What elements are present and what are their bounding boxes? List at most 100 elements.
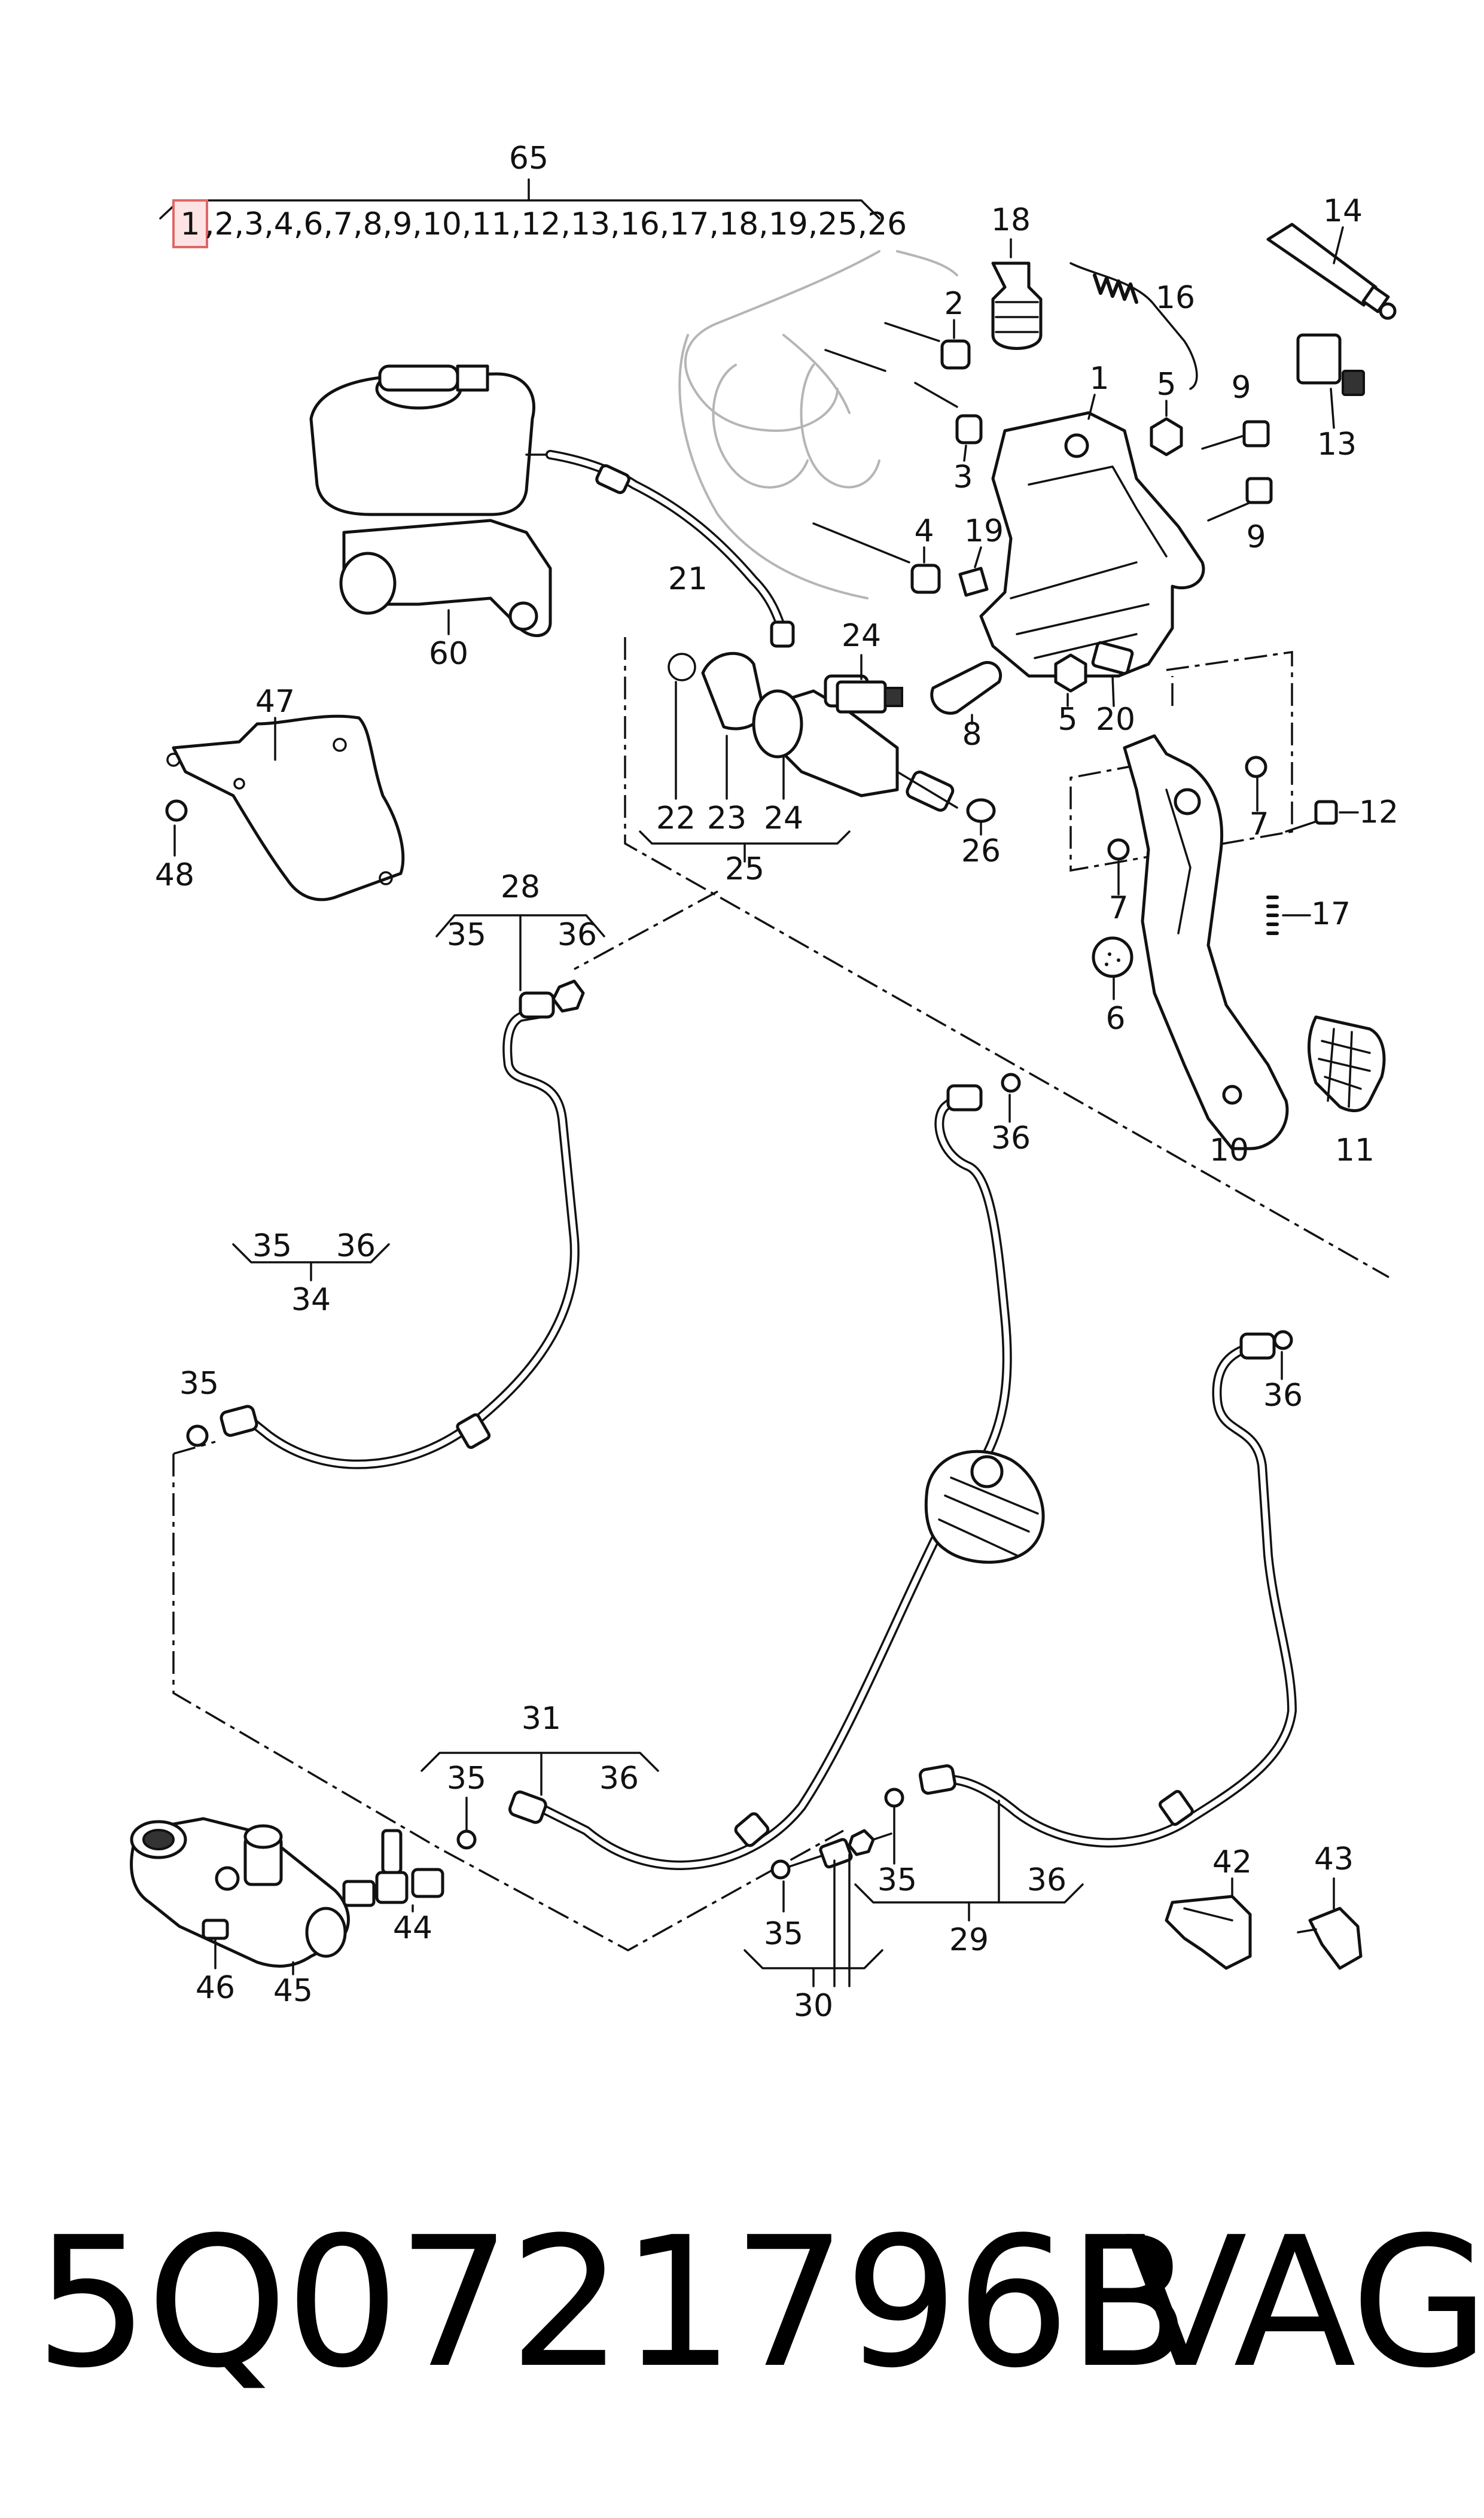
highlighted-part-number[interactable]: 1 xyxy=(180,206,200,242)
label-5-top: 5 xyxy=(1156,367,1176,403)
label-31-35: 35 xyxy=(447,1761,486,1797)
bellows-18[interactable] xyxy=(991,261,1043,350)
clip-42[interactable] xyxy=(1165,1895,1252,1970)
bushing-7-top[interactable] xyxy=(1245,756,1267,778)
highlight-box xyxy=(172,199,208,248)
label-30-35: 35 xyxy=(764,1916,803,1952)
dashed-leader-25 xyxy=(624,637,1389,1278)
stopper-6[interactable] xyxy=(1092,936,1133,978)
label-4: 4 xyxy=(914,513,934,549)
assembly-header: 65 1 ,2,3,4,6,7,8,9,10,11,12,13,16,17,18… xyxy=(159,141,907,248)
label-6: 6 xyxy=(1105,1001,1125,1037)
label-28-36: 36 xyxy=(557,917,597,953)
mounting-bracket[interactable] xyxy=(166,714,405,902)
label-29-35: 35 xyxy=(877,1862,917,1898)
clip-43[interactable] xyxy=(1297,1907,1363,1970)
label-46: 46 xyxy=(196,1970,235,2006)
label-26: 26 xyxy=(961,833,1001,869)
label-18: 18 xyxy=(991,202,1031,238)
label-14: 14 xyxy=(1323,193,1363,229)
label-29-36: 36 xyxy=(1027,1862,1066,1898)
bolt-9-top[interactable] xyxy=(1201,420,1270,450)
sensor-13[interactable] xyxy=(1296,333,1365,396)
label-20: 20 xyxy=(1096,702,1135,738)
adapter-30[interactable] xyxy=(770,1829,892,1880)
label-11: 11 xyxy=(1335,1132,1375,1168)
label-10: 10 xyxy=(1209,1132,1249,1168)
brand-name: VAG xyxy=(1125,2199,1484,2407)
assembly-number: 65 xyxy=(509,141,548,176)
pipe-31[interactable] xyxy=(508,1084,1045,1870)
slave-cylinder[interactable] xyxy=(130,1817,350,1968)
label-9-bottom: 9 xyxy=(1246,519,1266,555)
part-number: 5Q0721796B xyxy=(35,2199,1191,2407)
label-43: 43 xyxy=(1314,1841,1354,1877)
label-7-bottom: 7 xyxy=(1108,890,1128,926)
label-23: 23 xyxy=(707,800,746,836)
label-45: 45 xyxy=(273,1973,313,2009)
label-31-36: 36 xyxy=(599,1761,639,1797)
clutch-master-cylinder[interactable] xyxy=(668,651,996,823)
seal-35-left[interactable] xyxy=(186,1424,209,1447)
switch-20[interactable] xyxy=(1091,641,1134,675)
seal-36-pipe31[interactable] xyxy=(1001,1073,1021,1093)
label-21: 21 xyxy=(668,561,708,597)
label-31: 31 xyxy=(522,1701,561,1737)
label-24: 24 xyxy=(764,800,803,836)
label-60: 60 xyxy=(429,636,468,672)
label-2: 2 xyxy=(944,286,964,322)
firewall-outline xyxy=(678,250,958,599)
label-13: 13 xyxy=(1317,427,1357,462)
label-7-top: 7 xyxy=(1249,806,1269,842)
dashed-box-pedal xyxy=(1069,650,1293,872)
label-3: 3 xyxy=(953,459,973,495)
label-19: 19 xyxy=(964,513,1004,549)
label-5-bottom: 5 xyxy=(1058,702,1077,738)
clutch-pedal-exploded-diagram: 65 1 ,2,3,4,6,7,8,9,10,11,12,13,16,17,18… xyxy=(130,141,1398,2024)
dashed-leader-slave xyxy=(172,1454,844,1951)
bolt-9-bottom[interactable] xyxy=(1207,477,1273,522)
clutch-pedal[interactable] xyxy=(1123,734,1289,1150)
pipe-28[interactable] xyxy=(220,979,585,1469)
label-28: 28 xyxy=(501,869,540,905)
bolt-46[interactable] xyxy=(202,1919,229,1969)
seal-35-pipe31[interactable] xyxy=(456,1829,477,1850)
connecting-hose[interactable] xyxy=(546,450,795,648)
label-29: 29 xyxy=(949,1922,989,1958)
connector-24[interactable] xyxy=(836,680,903,714)
label-36-b: 36 xyxy=(1263,1378,1303,1414)
seal-35-pipe29[interactable] xyxy=(884,1788,904,1808)
clip-19[interactable] xyxy=(958,567,989,597)
label-34-35: 35 xyxy=(252,1228,292,1264)
label-35-left: 35 xyxy=(179,1366,219,1402)
nut-5-top[interactable] xyxy=(1150,417,1183,456)
label-1: 1 xyxy=(1089,361,1109,397)
label-48: 48 xyxy=(155,857,194,893)
pedal-pad-11[interactable] xyxy=(1308,1015,1386,1113)
spring-17[interactable] xyxy=(1266,896,1279,935)
label-12: 12 xyxy=(1359,794,1398,830)
nut-48[interactable] xyxy=(165,799,188,822)
label-30: 30 xyxy=(794,1988,833,2024)
nut-5-bottom[interactable] xyxy=(1054,653,1087,693)
brake-fluid-reservoir[interactable] xyxy=(309,364,563,637)
bolt-12[interactable] xyxy=(1285,800,1338,833)
label-34: 34 xyxy=(291,1282,331,1318)
bushings-2-3-4[interactable] xyxy=(812,322,983,594)
grease-tube-14[interactable] xyxy=(1266,223,1397,320)
label-25: 25 xyxy=(725,851,764,887)
spring-16[interactable] xyxy=(1069,262,1198,390)
label-17: 17 xyxy=(1311,896,1351,932)
label-9-top: 9 xyxy=(1231,370,1251,406)
pipe-29[interactable] xyxy=(918,1332,1297,1848)
pedal-bracket[interactable] xyxy=(979,411,1205,678)
bushing-7-bottom[interactable] xyxy=(1107,838,1130,861)
seal-36-pipe29[interactable] xyxy=(1273,1330,1293,1350)
label-34-36: 36 xyxy=(336,1228,376,1264)
label-28-35: 35 xyxy=(447,917,486,953)
label-42: 42 xyxy=(1212,1844,1252,1880)
label-47: 47 xyxy=(255,684,295,720)
bleed-valve-44[interactable] xyxy=(342,1829,444,1907)
label-44: 44 xyxy=(393,1910,432,1946)
pin-8[interactable] xyxy=(930,660,1002,715)
